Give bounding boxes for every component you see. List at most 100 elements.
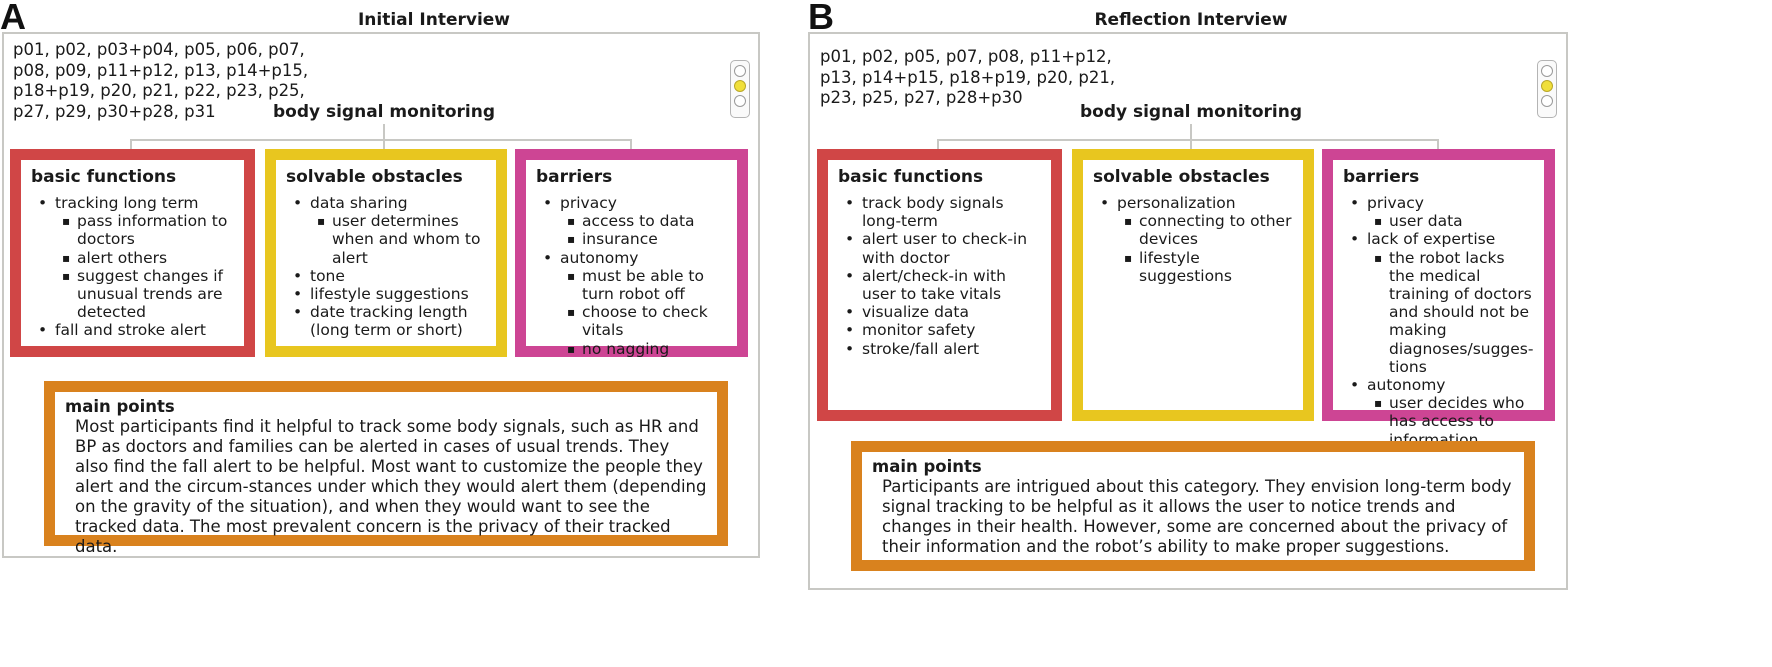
list-item-text: autonomy [560, 248, 639, 267]
main-points-text: Most participants find it helpful to tra… [75, 417, 707, 556]
box-title: barriers [1343, 167, 1420, 187]
bullet-list: tracking long termpass information to do… [31, 194, 234, 340]
list-item-text: tone [310, 266, 345, 285]
connector-stem [1190, 124, 1192, 140]
panel-letter: A [0, 0, 26, 37]
participant-list: p01, p02, p05, p07, p08, p11+p12, p13, p… [820, 47, 1116, 107]
list-item-text: tracking long term [55, 194, 199, 212]
solvable-obstacles-box: solvable obstacles data sharinguser dete… [265, 149, 507, 357]
list-item: date tracking length (long term or short… [286, 303, 486, 339]
bullet-list: privacyuser datalack of expertisethe rob… [1343, 194, 1534, 449]
list-item-text: lack of expertise [1367, 230, 1496, 249]
list-item-text: monitor safety [862, 321, 976, 340]
connector-bar [130, 139, 632, 141]
traffic-light-green-bulb [734, 95, 746, 107]
list-item-text: fall and stroke alert [55, 321, 206, 340]
bullet-list: data sharinguser determines when and who… [286, 194, 486, 340]
list-item-text: visualize data [862, 303, 970, 322]
traffic-light-red-bulb [1541, 65, 1553, 77]
sub-list: pass information to doctorsalert otherss… [55, 212, 234, 321]
list-item-text: alert/check-in with user to take vitals [862, 266, 1006, 304]
list-item-text: data sharing [310, 194, 408, 212]
list-item: alert user to check-in with doctor [838, 230, 1041, 266]
topic-title: body signal monitoring [1079, 102, 1303, 122]
connector-drop [937, 139, 939, 151]
bullet-list: personalizationconnecting to other devic… [1093, 194, 1293, 285]
main-points-title: main points [65, 397, 175, 416]
list-item: track body signals long-term [838, 194, 1041, 230]
list-item-text: alert user to check-in with doctor [862, 230, 1028, 267]
list-item: personalizationconnecting to other devic… [1093, 194, 1293, 285]
barriers-box: barriers privacyuser datalack of experti… [1322, 149, 1555, 449]
list-item: privacyuser data [1343, 194, 1534, 231]
list-item: monitor safety [838, 321, 1041, 339]
list-item: privacyaccess to datainsurance [536, 194, 727, 249]
list-item: data sharinguser determines when and who… [286, 194, 486, 267]
sub-list-item: no nagging [560, 340, 727, 358]
connector-bar [937, 139, 1439, 141]
list-item: fall and stroke alert [31, 321, 234, 339]
main-points-box: main points Most participants find it he… [44, 381, 728, 556]
list-item-text: privacy [560, 194, 617, 212]
main-points-text: Participants are intrigued about this ca… [882, 477, 1512, 556]
sub-list-item: lifestyle suggestions [1117, 249, 1293, 285]
basic-functions-box: basic functions track body signals long-… [817, 149, 1062, 421]
list-item: lifestyle suggestions [286, 285, 486, 303]
list-item: visualize data [838, 303, 1041, 321]
sub-list: user data [1367, 212, 1534, 230]
main-points-box: main points Participants are intrigued a… [851, 441, 1535, 571]
main-points-title: main points [872, 457, 982, 476]
sub-list: the robot lacks the medical training of … [1367, 249, 1534, 376]
box-title: solvable obstacles [1093, 167, 1270, 187]
list-item: autonomyuser decides who has access to i… [1343, 376, 1534, 449]
panel-title: Initial Interview [357, 10, 511, 30]
traffic-light-icon [1537, 60, 1557, 118]
panel-letter: B [808, 0, 834, 37]
traffic-light-green-bulb [1541, 95, 1553, 107]
sub-list-item: user decides who has access to informati… [1367, 394, 1534, 449]
sub-list-item: must be able to turn robot off [560, 267, 727, 303]
list-item: stroke/fall alert [838, 340, 1041, 358]
list-item: alert/check-in with user to take vitals [838, 267, 1041, 303]
sub-list-item: suggest changes if unusual trends are de… [55, 267, 234, 322]
sub-list-item: pass information to doctors [55, 212, 234, 248]
sub-list: must be able to turn robot offchoose to … [560, 267, 727, 358]
connector-drop [1190, 139, 1192, 151]
list-item-text: date tracking length (long term or short… [310, 303, 468, 340]
connector-drop [383, 139, 385, 151]
panel-title: Reflection Interview [1094, 10, 1288, 30]
panel-frame [2, 32, 760, 558]
sub-list-item: alert others [55, 249, 234, 267]
sub-list-item: the robot lacks the medical training of … [1367, 249, 1534, 376]
barriers-box: barriers privacyaccess to datainsurancea… [515, 149, 748, 358]
panel-frame [808, 32, 1568, 590]
list-item-text: personalization [1117, 194, 1236, 212]
list-item: autonomymust be able to turn robot offch… [536, 249, 727, 358]
traffic-light-icon [730, 60, 750, 118]
topic-title: body signal monitoring [272, 102, 496, 122]
box-title: basic functions [31, 167, 177, 187]
connector-drop [1437, 139, 1439, 151]
list-item: tone [286, 267, 486, 285]
sub-list: user decides who has access to informati… [1367, 394, 1534, 449]
traffic-light-yellow-bulb [734, 80, 746, 92]
sub-list-item: choose to check vitals [560, 303, 727, 339]
list-item-text: stroke/fall alert [862, 339, 980, 358]
sub-list-item: user data [1367, 212, 1534, 230]
traffic-light-yellow-bulb [1541, 80, 1553, 92]
sub-list-item: user determines when and whom to alert [310, 212, 486, 267]
sub-list-item: access to data [560, 212, 727, 230]
list-item: lack of expertisethe robot lacks the med… [1343, 230, 1534, 376]
list-item-text: track body signals long-term [862, 194, 1004, 231]
connector-stem [383, 124, 385, 140]
sub-list: access to datainsurance [560, 212, 727, 249]
solvable-obstacles-box: solvable obstacles personalizationconnec… [1072, 149, 1314, 421]
box-title: solvable obstacles [286, 167, 463, 187]
box-title: barriers [536, 167, 613, 187]
sub-list-item: insurance [560, 230, 727, 248]
connector-drop [130, 139, 132, 151]
bullet-list: privacyaccess to datainsuranceautonomymu… [536, 194, 727, 358]
list-item-text: lifestyle suggestions [310, 285, 469, 304]
list-item: tracking long termpass information to do… [31, 194, 234, 321]
traffic-light-red-bulb [734, 65, 746, 77]
